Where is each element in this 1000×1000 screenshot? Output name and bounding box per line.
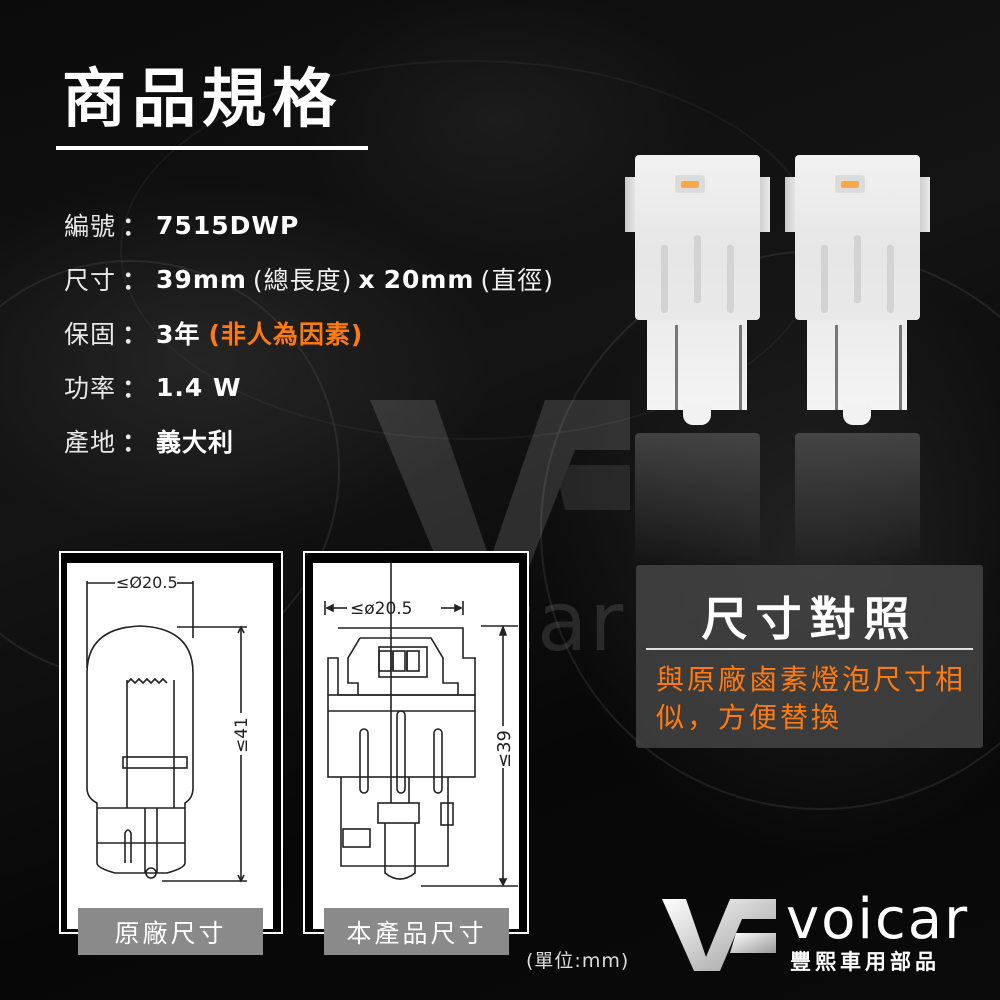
brand-subtitle: 豐熙車用部品 (790, 950, 940, 974)
led-bulb-image (785, 155, 930, 563)
spec-value-times: x (358, 264, 376, 294)
product-diameter-label: ≤ø20.5 (350, 599, 413, 619)
spec-row-power: 功率 ： 1.4 W (64, 360, 560, 414)
page-title: 商品規格 (62, 63, 342, 137)
spec-value: 3年 (156, 320, 201, 349)
original-diameter-label: ≤Ø20.5 (116, 573, 178, 592)
spec-colon: ： (122, 212, 149, 241)
size-compare-panel: 尺寸對照 與原廠鹵素燈泡尺寸相似，方便替換 (636, 565, 983, 748)
product-length-label: ≤39 (494, 730, 515, 768)
led-chip-icon (841, 181, 859, 188)
spec-warranty-note: (非人為因素) (208, 320, 364, 349)
spec-value-diameter-note: (直徑) (480, 266, 554, 295)
led-bulb-drawing-icon: ≤ø20.5 ≤39 (324, 563, 518, 887)
led-bulb-image (625, 155, 770, 563)
brand-name: voicar (786, 887, 970, 952)
original-length-label: ≤41 (232, 717, 252, 753)
spec-value: 義大利 (156, 428, 235, 457)
spec-colon: ： (122, 374, 149, 403)
spec-label: 功率 (64, 374, 117, 403)
compare-title: 尺寸對照 (701, 592, 918, 646)
vc-watermark-icon (370, 400, 630, 615)
unit-note: (單位:mm) (526, 950, 630, 972)
original-diagram: ≤Ø20.5 ≤41 (67, 563, 273, 929)
spec-label: 產地 (64, 428, 117, 457)
spec-row-size: 尺寸 ： 39mm (總長度) x 20mm (直徑) (64, 252, 560, 306)
spec-colon: ： (122, 428, 149, 457)
spec-row-model: 編號 ： 7515DWP (64, 198, 560, 252)
title-underline (56, 146, 368, 150)
halogen-bulb-drawing-icon: ≤Ø20.5 ≤41 (86, 573, 252, 883)
product-size-label: 本產品尺寸 (324, 908, 509, 955)
spec-value-length-note: (總長度) (252, 266, 353, 295)
product-diagram: ≤ø20.5 ≤39 (313, 563, 519, 929)
spec-value: 1.4 W (156, 372, 242, 402)
vc-logo-icon (662, 899, 776, 971)
spec-value: 7515DWP (156, 210, 300, 240)
spec-row-origin: 產地 ： 義大利 (64, 414, 560, 468)
spec-colon: ： (122, 266, 149, 295)
spec-label: 保固 (64, 320, 117, 349)
spec-colon: ： (122, 320, 149, 349)
spec-value-length: 39mm (156, 264, 247, 294)
original-size-label: 原廠尺寸 (78, 908, 263, 955)
spec-label: 尺寸 (64, 266, 117, 295)
compare-divider (646, 648, 973, 650)
spec-row-warranty: 保固 ： 3年 (非人為因素) (64, 306, 560, 360)
spec-list: 編號 ： 7515DWP 尺寸 ： 39mm (總長度) x 20mm (直徑)… (64, 198, 560, 468)
led-chip-icon (681, 181, 699, 188)
compare-description: 與原廠鹵素燈泡尺寸相似，方便替換 (656, 663, 967, 734)
brand-logo: voicar 豐熙車用部品 (660, 887, 967, 974)
spec-label: 編號 (64, 212, 117, 241)
spec-value-diameter: 20mm (383, 264, 475, 294)
